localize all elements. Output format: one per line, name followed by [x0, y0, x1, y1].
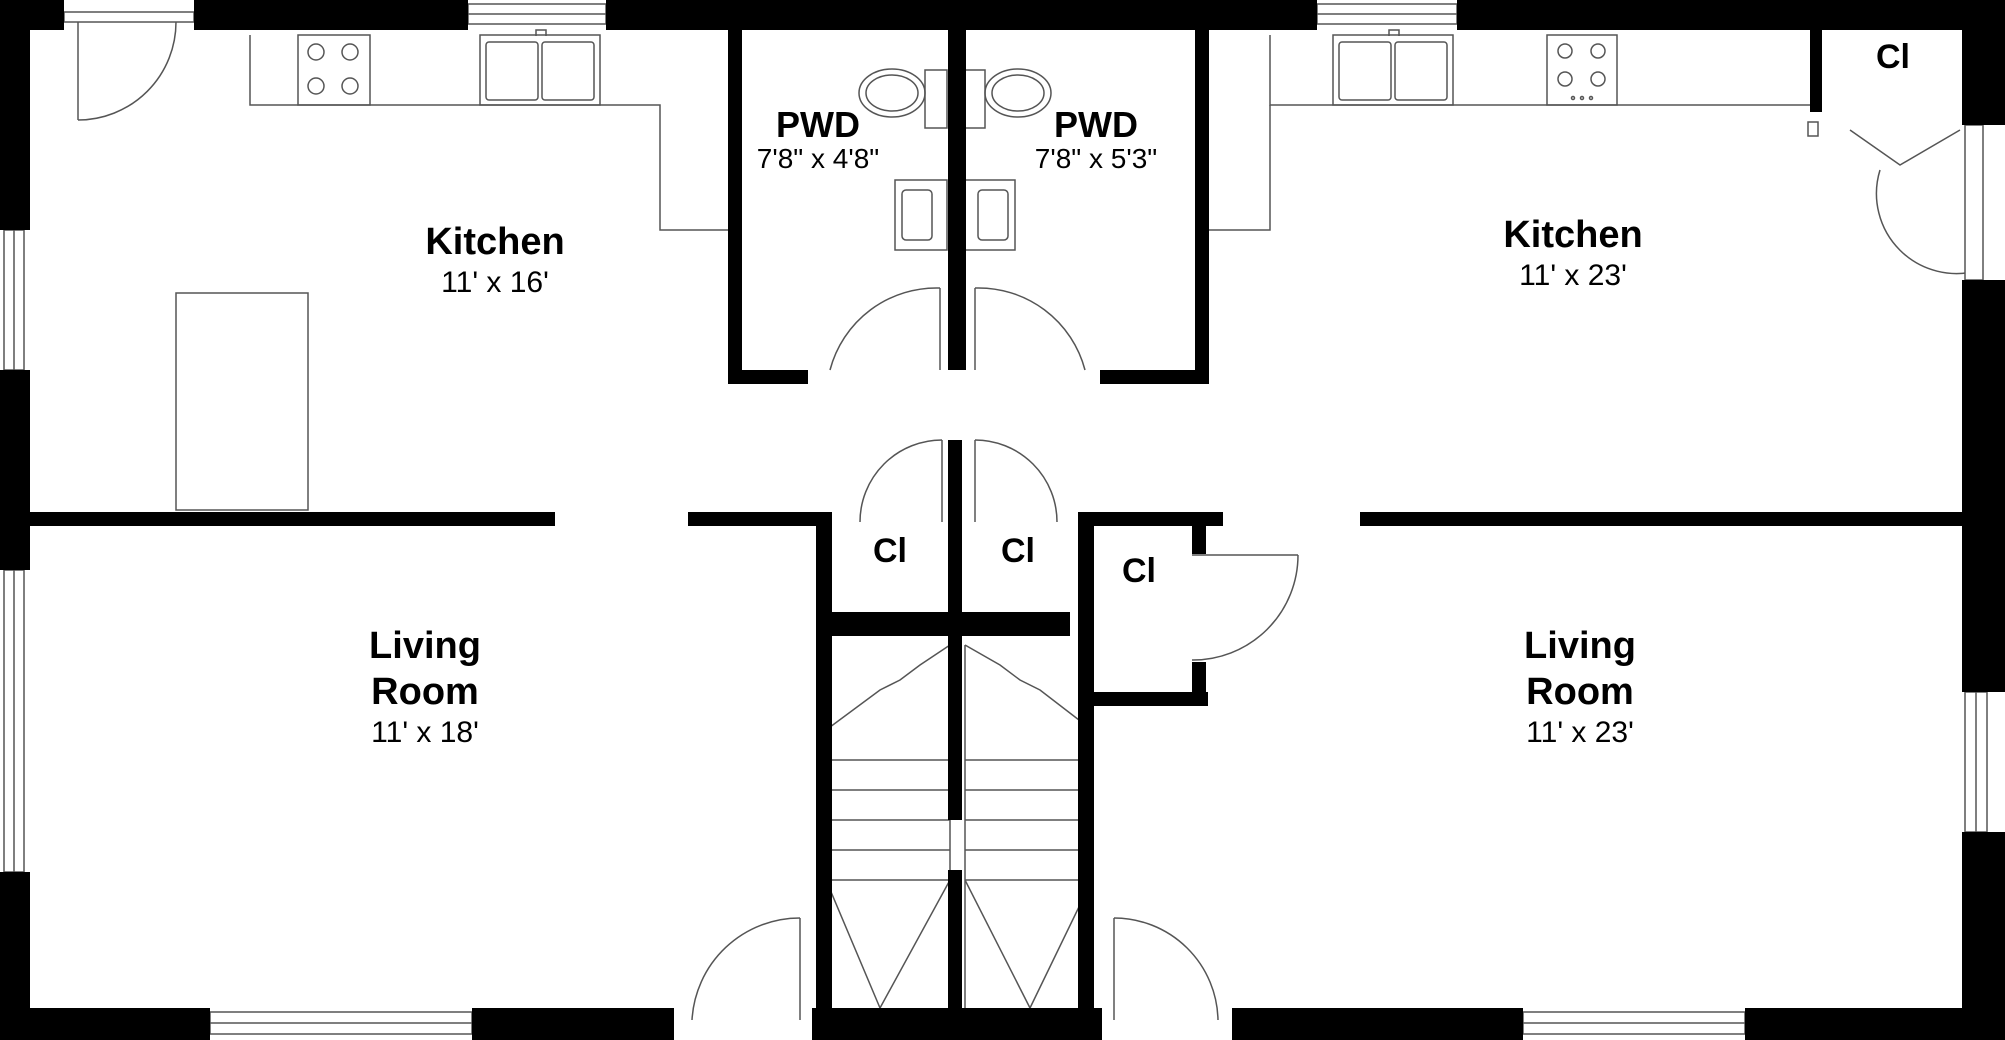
living-left-dims: 11' x 18' — [371, 716, 479, 749]
door-entry-left — [691, 917, 801, 1021]
living-left-name-line1: Living — [369, 625, 481, 667]
door-closet-top-right — [1807, 121, 1984, 281]
sink-left-icon — [479, 29, 601, 106]
pwd-left-sink-icon — [894, 179, 948, 251]
center-wall-top-right — [960, 30, 966, 370]
stairs-left — [825, 644, 951, 1009]
kitchen-left-counter — [249, 35, 730, 231]
door-pwd-right — [974, 287, 1086, 371]
living-right-name-line2: Room — [1526, 671, 1634, 713]
kitchen-left-name: Kitchen — [425, 221, 564, 263]
kitchen-right-dims: 11' x 23' — [1519, 259, 1627, 292]
kitchen-right-name: Kitchen — [1503, 214, 1642, 256]
toilet-right-icon — [962, 68, 1052, 129]
kitchen-left-dims: 11' x 16' — [441, 266, 549, 299]
pwd-right-sink-icon — [962, 179, 1016, 251]
stairs-right — [964, 644, 1093, 1009]
door-closet-hall-mid — [974, 439, 1058, 523]
pwd-right-dims: 7'8" x 5'3" — [1035, 143, 1157, 174]
door-pwd-left — [829, 287, 941, 371]
closet-hall-left-label: Cl — [873, 532, 907, 570]
door-closet-hall-right — [1191, 554, 1299, 661]
living-right-name-line1: Living — [1524, 625, 1636, 667]
door-entry-right — [1113, 917, 1219, 1021]
living-right-dims: 11' x 23' — [1526, 716, 1634, 749]
sink-right-icon — [1332, 29, 1454, 106]
door-left-kitchen — [63, 11, 195, 121]
kitchen-right-counter — [1269, 35, 1812, 106]
kitchen-left-island — [175, 292, 309, 511]
closet-hall-mid-label: Cl — [1001, 532, 1035, 570]
stove-left-icon — [297, 34, 371, 106]
living-left-name-line2: Room — [371, 671, 479, 713]
pwd-left-dims: 7'8" x 4'8" — [757, 143, 879, 174]
toilet-left-icon — [858, 68, 948, 129]
pwd-right-name: PWD — [1054, 104, 1138, 145]
closet-top-right-label: Cl — [1876, 38, 1910, 76]
closet-hall-right-label: Cl — [1122, 552, 1156, 590]
labels: Kitchen 11' x 16' PWD 7'8" x 4'8" PWD 7'… — [369, 38, 1910, 749]
door-closet-hall-left — [859, 439, 943, 523]
pwd-left-name: PWD — [776, 104, 860, 145]
stove-right-icon — [1546, 34, 1618, 106]
